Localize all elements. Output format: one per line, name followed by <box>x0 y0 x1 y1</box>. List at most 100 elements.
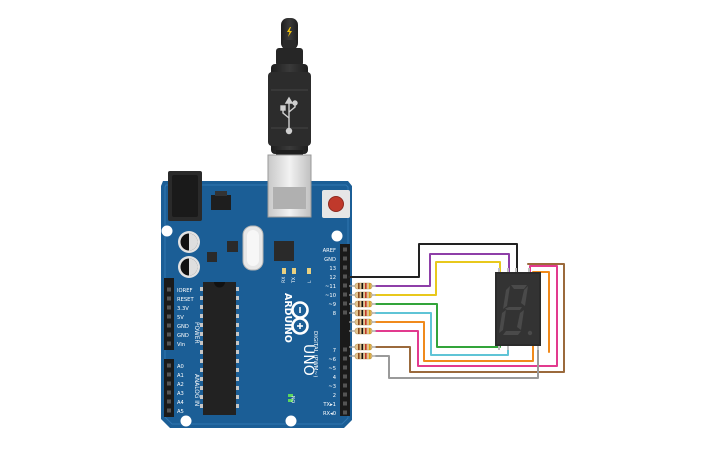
analog-pin-label: A4 <box>177 400 185 406</box>
wire-10 <box>375 312 509 356</box>
digital-pin[interactable] <box>343 374 347 379</box>
resistor-band <box>369 319 371 325</box>
l-label: L <box>307 280 313 283</box>
analog-pin-label: A1 <box>177 373 184 379</box>
power-pin-label: RESET <box>177 297 194 303</box>
chip-pin <box>236 314 239 318</box>
digital-pin-label: 7 <box>333 348 336 354</box>
chip-pin <box>200 377 203 381</box>
resistor-band <box>369 301 371 307</box>
digital-pin[interactable] <box>343 283 347 288</box>
resistor-band <box>365 344 367 350</box>
analog-pin[interactable] <box>167 390 171 395</box>
chip-pin <box>236 323 239 327</box>
chip-pin <box>200 359 203 363</box>
wire-gnd <box>348 243 518 278</box>
digital-pin[interactable] <box>343 310 347 315</box>
digital-pin-label: 2 <box>333 393 336 399</box>
digital-pin-label: ~10 <box>325 293 336 299</box>
infinity-logo-icon <box>291 301 309 335</box>
chip-pin <box>236 386 239 390</box>
chip-pin <box>236 332 239 336</box>
chip-pin <box>200 323 203 327</box>
chip-pin <box>200 350 203 354</box>
digital-pin-label: ~3 <box>328 384 336 390</box>
digital-pin-label: GND <box>324 257 336 263</box>
reset-button-icon[interactable] <box>328 196 344 212</box>
resistor-band <box>358 319 360 325</box>
digital-pin[interactable] <box>343 383 347 388</box>
on-label: ON <box>291 396 297 403</box>
analog-pin[interactable] <box>167 363 171 368</box>
resistor-band <box>361 310 364 316</box>
chip-pin <box>236 287 239 291</box>
resistor-band <box>361 283 364 289</box>
digital-pin[interactable] <box>343 292 347 297</box>
wire-13 <box>375 253 510 287</box>
resistor-band <box>365 353 367 359</box>
chip-pin <box>200 314 203 318</box>
resistor-band <box>358 301 360 307</box>
digital-pin-label: ~5 <box>328 366 336 372</box>
analog-pin[interactable] <box>167 399 171 404</box>
analog-header <box>164 359 174 417</box>
wire-8 <box>375 265 558 367</box>
chip-pin <box>200 296 203 300</box>
arduino-uno-board: RX TX L ARDUINO UNO ON AREFGND1312~11~10… <box>161 154 352 428</box>
power-pin[interactable] <box>167 287 171 292</box>
power-pin[interactable] <box>167 314 171 319</box>
analog-pin[interactable] <box>167 381 171 386</box>
chip-pin <box>236 377 239 381</box>
analog-pin-label: A3 <box>177 391 184 397</box>
power-header <box>164 278 174 350</box>
digital-pin-label: 4 <box>333 375 337 381</box>
resistor-band <box>365 292 367 298</box>
resistor-band <box>365 283 367 289</box>
wire-6 <box>375 343 539 379</box>
power-pin[interactable] <box>167 332 171 337</box>
analog-pin[interactable] <box>167 372 171 377</box>
digital-pin[interactable] <box>343 274 347 279</box>
digital-pin[interactable] <box>343 410 347 415</box>
resistor-band <box>358 310 360 316</box>
digital-pin-label: TX▸1 <box>322 402 336 408</box>
digital-pin[interactable] <box>343 347 347 352</box>
power-pin[interactable] <box>167 305 171 310</box>
wire-9 <box>375 271 550 362</box>
digital-pin-label: 8 <box>333 311 336 317</box>
digital-pin[interactable] <box>343 247 347 252</box>
analog-pin[interactable] <box>167 408 171 413</box>
digital-pin-label: ~6 <box>328 357 336 363</box>
analog-pin-label: A0 <box>177 364 184 370</box>
digital-pin[interactable] <box>343 401 347 406</box>
analog-section-label: ANALOG IN <box>193 374 199 406</box>
digital-pin[interactable] <box>343 301 347 306</box>
resistor-band <box>365 301 367 307</box>
power-pin-label: GND <box>177 324 189 330</box>
power-pin[interactable] <box>167 296 171 301</box>
digital-pin-label: ~11 <box>325 284 336 290</box>
resistor-band <box>369 353 371 359</box>
digital-pin[interactable] <box>343 265 347 270</box>
resistor-band <box>358 328 360 334</box>
rx-label: RX <box>281 277 287 283</box>
chip-pin <box>200 395 203 399</box>
wire-12 <box>375 261 501 296</box>
analog-pin-label: A2 <box>177 382 184 388</box>
analog-pin-label: A5 <box>177 409 184 415</box>
power-pin-label: Vin <box>177 342 185 348</box>
wire-11 <box>375 303 501 348</box>
digital-pin[interactable] <box>343 256 347 261</box>
power-pin[interactable] <box>167 323 171 328</box>
digital-pin-label: 12 <box>329 275 336 281</box>
usb-symbol-icon <box>280 96 298 135</box>
digital-pin[interactable] <box>343 365 347 370</box>
chip-pin <box>236 368 239 372</box>
power-pin[interactable] <box>167 341 171 346</box>
resistor-band <box>369 344 371 350</box>
power-pin-label: 5V <box>177 315 184 321</box>
digital-pin[interactable] <box>343 356 347 361</box>
model-label: UNO <box>300 344 316 376</box>
digital-pin[interactable] <box>343 392 347 397</box>
lightning-icon <box>287 27 292 37</box>
